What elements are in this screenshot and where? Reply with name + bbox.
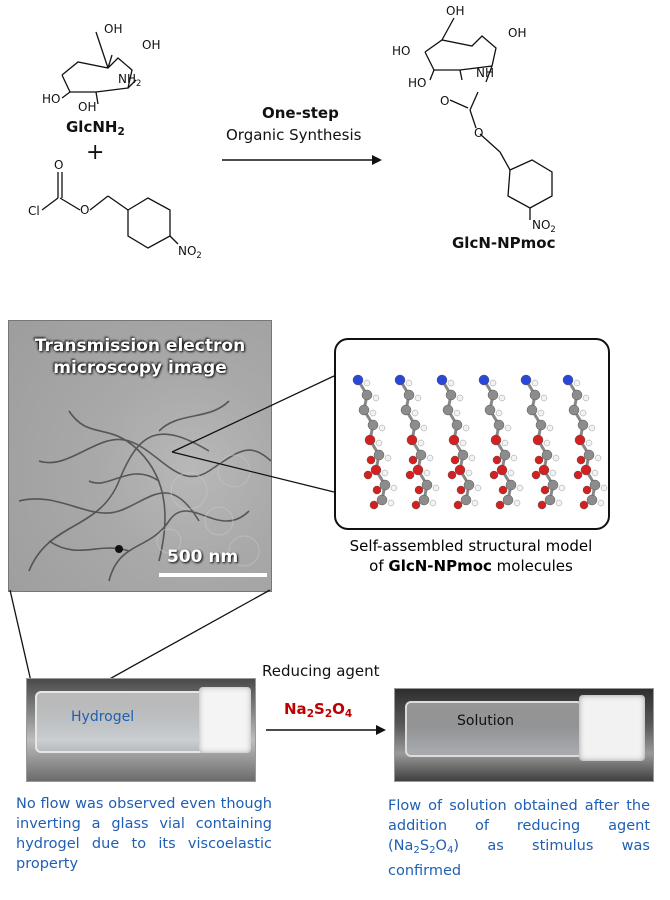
- product-o-ester: O: [474, 126, 484, 140]
- reagent-formula: Na2S2O4: [284, 700, 353, 720]
- hydrogel-vial-photo: Hydrogel: [26, 678, 256, 782]
- glcnh2-oh-right: OH: [142, 38, 161, 52]
- product-ho: HO: [392, 44, 411, 58]
- hydrogel-description: No flow was observed even though inverti…: [16, 796, 272, 872]
- molecule: [520, 374, 566, 510]
- stimulus-arrow: [266, 725, 386, 735]
- tem-fibers: [18, 400, 271, 582]
- chloroformate-no2: NO2: [178, 244, 202, 260]
- model-caption-line1: Self-assembled structural model: [349, 537, 593, 555]
- solution-vial-cap: [579, 695, 645, 761]
- model-caption-line2: of GlcN-NPmoc molecules: [369, 557, 573, 575]
- solution-vial-glass: [405, 701, 583, 757]
- structural-model-panel: [334, 338, 610, 530]
- tem-title-line1: Transmission electron: [34, 336, 246, 356]
- chloroformate-o-top: O: [54, 158, 64, 172]
- plus-sign: +: [86, 140, 105, 165]
- tem-title: Transmission electron microscopy image: [9, 335, 271, 379]
- arrow-top-label: One-step: [262, 104, 339, 122]
- solution-description: Flow of solution obtained after the addi…: [388, 798, 650, 879]
- glcnh2-name: GlcNH2: [66, 118, 125, 138]
- product-name: GlcN-NPmoc: [452, 234, 556, 252]
- molecule: [394, 374, 440, 510]
- model-caption: Self-assembled structural model of GlcN-…: [326, 536, 616, 576]
- product-no2: NO2: [532, 218, 556, 234]
- product-nh: NH: [476, 66, 494, 80]
- reaction-scheme: [41, 17, 553, 249]
- glcnh2-nh2: NH2: [118, 72, 142, 88]
- glcnh2-ho-left: HO: [42, 92, 61, 106]
- product-oh-top: OH: [446, 4, 465, 18]
- solution-label: Solution: [457, 713, 515, 729]
- glcnh2-oh-bottom: OH: [78, 100, 97, 114]
- chloroformate-cl: Cl: [28, 204, 40, 218]
- reducing-agent-label: Reducing agent: [262, 662, 380, 680]
- solution-vial-photo: Solution: [394, 688, 654, 782]
- molecule: [352, 374, 398, 510]
- hydrogel-label: Hydrogel: [71, 709, 135, 725]
- product-o-carbonyl: O: [440, 94, 450, 108]
- hydrogel-vial-glass: [35, 691, 205, 753]
- glcnh2-oh-top: OH: [104, 22, 123, 36]
- molecular-model: [352, 374, 608, 510]
- hydrogel-vial-cap: [199, 687, 251, 753]
- scale-bar: [159, 573, 267, 577]
- molecule: [436, 374, 482, 510]
- molecule: [562, 374, 608, 510]
- chloroformate-o-mid: O: [80, 203, 90, 217]
- tem-image: Transmission electron microscopy image 5…: [8, 320, 272, 592]
- tem-title-line2: microscopy image: [53, 358, 227, 378]
- scale-bar-label: 500 nm: [167, 547, 239, 567]
- molecule: [478, 374, 524, 510]
- product-oh-right: OH: [508, 26, 527, 40]
- arrow-bottom-label: Organic Synthesis: [226, 126, 362, 144]
- product-ho-left: HO: [408, 76, 427, 90]
